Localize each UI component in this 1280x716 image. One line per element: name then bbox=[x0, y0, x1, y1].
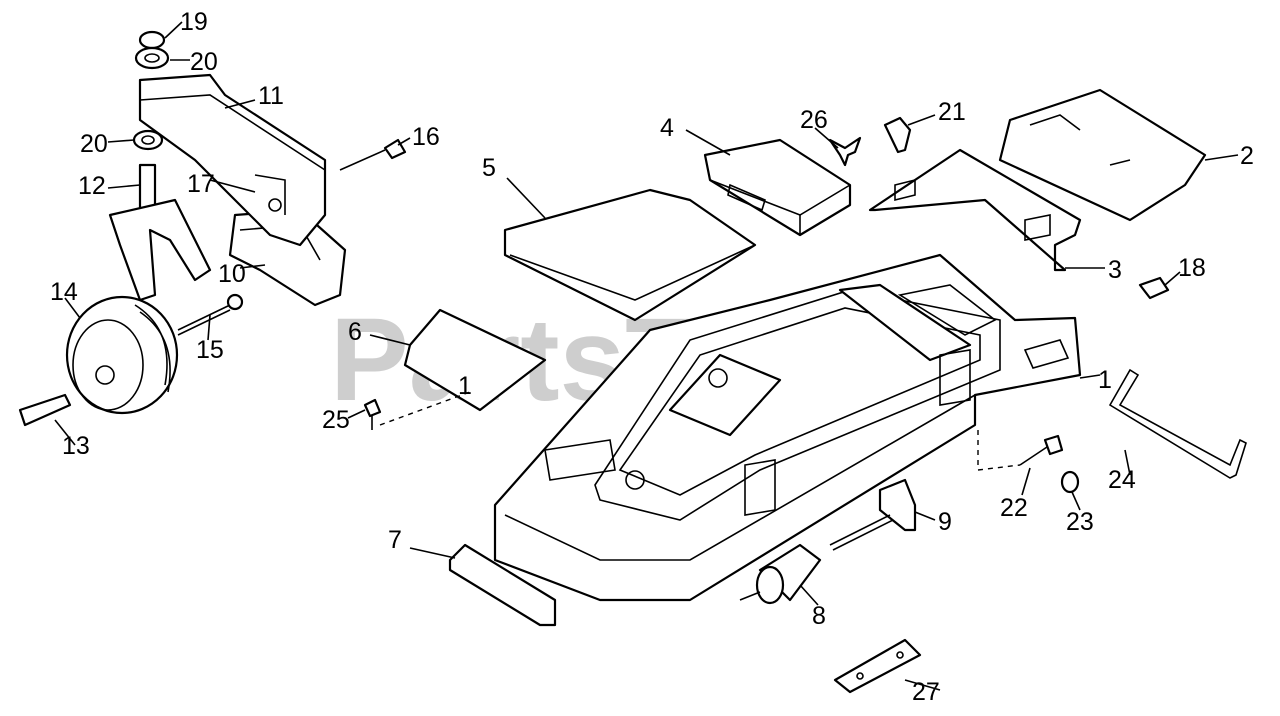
part-20-washer-bottom bbox=[132, 129, 164, 151]
part-20-washer-top bbox=[134, 46, 170, 70]
part-18-clip bbox=[1138, 276, 1170, 300]
part-1-deck bbox=[493, 253, 1082, 602]
part-15-bolt bbox=[177, 293, 244, 336]
callout-23: 23 bbox=[1066, 508, 1094, 536]
part-6-plate bbox=[403, 308, 547, 412]
alignment-line-22 bbox=[977, 430, 1021, 471]
part-5-plate bbox=[503, 188, 757, 322]
part-4-box bbox=[703, 138, 852, 237]
part-21-handle bbox=[883, 116, 912, 154]
part-24-bracket bbox=[1108, 368, 1247, 479]
callout-22: 22 bbox=[1000, 494, 1028, 522]
part-7-skid bbox=[448, 543, 557, 627]
callout-15: 15 bbox=[196, 336, 224, 364]
callout-20-bottom: 20 bbox=[80, 130, 108, 158]
callout-14: 14 bbox=[50, 278, 78, 306]
part-23-nut bbox=[1060, 470, 1080, 494]
part-3-chute bbox=[868, 148, 1082, 272]
callout-2: 2 bbox=[1240, 142, 1254, 170]
leader-lines bbox=[54, 21, 1239, 691]
part-9-bracket bbox=[829, 478, 917, 551]
callout-13: 13 bbox=[62, 432, 90, 460]
callout-12: 12 bbox=[78, 172, 106, 200]
callout-27: 27 bbox=[912, 678, 940, 706]
callout-7: 7 bbox=[388, 526, 402, 554]
callout-26: 26 bbox=[800, 106, 828, 134]
part-2-cover bbox=[998, 88, 1207, 222]
callout-18: 18 bbox=[1178, 254, 1206, 282]
callout-17: 17 bbox=[187, 170, 215, 198]
callout-24: 24 bbox=[1108, 466, 1136, 494]
callout-3: 3 bbox=[1108, 256, 1122, 284]
callout-21: 21 bbox=[938, 98, 966, 126]
callout-1-plate: 1 bbox=[458, 372, 472, 400]
part-12-fork bbox=[108, 163, 212, 302]
callout-19: 19 bbox=[180, 8, 208, 36]
callout-1-deck: 1 bbox=[1098, 366, 1112, 394]
callout-10: 10 bbox=[218, 260, 246, 288]
part-26-wing-nut bbox=[828, 136, 862, 167]
part-19-nut bbox=[138, 30, 166, 50]
callout-6: 6 bbox=[348, 318, 362, 346]
callout-25: 25 bbox=[322, 406, 350, 434]
part-8-roller bbox=[739, 543, 822, 605]
part-11-arm bbox=[138, 73, 327, 247]
callout-9: 9 bbox=[938, 508, 952, 536]
callout-20-top: 20 bbox=[190, 48, 218, 76]
callout-5: 5 bbox=[482, 154, 496, 182]
callout-11: 11 bbox=[258, 82, 284, 110]
part-22-bolt bbox=[1019, 434, 1064, 466]
part-25-nut bbox=[363, 398, 382, 430]
callout-16: 16 bbox=[412, 123, 440, 151]
part-13-axle bbox=[18, 393, 72, 427]
part-14-wheel bbox=[65, 295, 179, 415]
callout-8: 8 bbox=[812, 602, 826, 630]
part-16-bolt bbox=[339, 138, 407, 171]
part-27-plate bbox=[833, 638, 922, 694]
callout-4: 4 bbox=[660, 114, 674, 142]
